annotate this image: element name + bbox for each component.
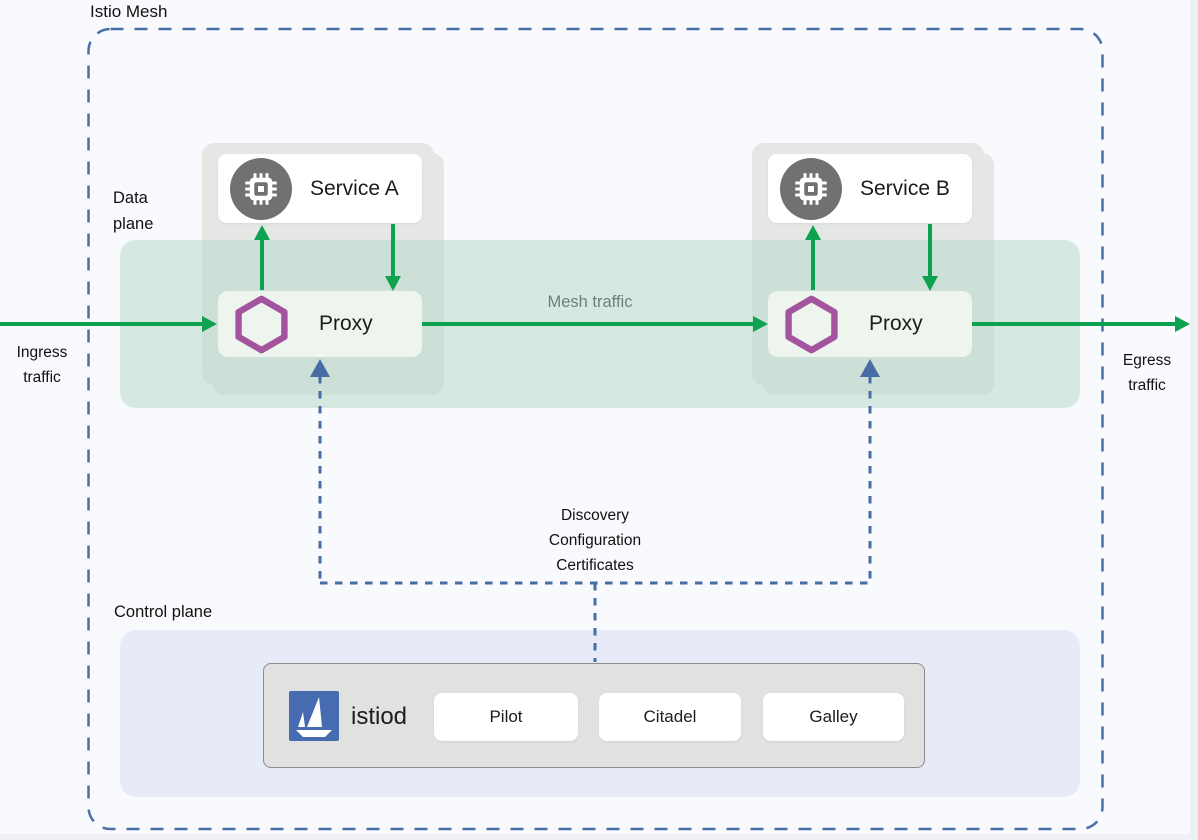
istiod-label: istiod [351, 703, 408, 730]
data-plane-label: Data plane [113, 189, 154, 233]
component-pilot: Pilot [434, 693, 578, 741]
proxy-a-label: Proxy [319, 312, 373, 335]
proxy-b-label: Proxy [869, 312, 923, 335]
component-citadel: Citadel [599, 693, 741, 741]
cpu-chip-icon [780, 157, 842, 220]
istiod-box: istiod Pilot Citadel Galley [263, 663, 925, 768]
istio-sailboat-icon [289, 691, 339, 741]
viewport-edge-right [1190, 0, 1198, 840]
service-b-box: Service B [768, 154, 972, 223]
istio-mesh-title: Istio Mesh [90, 2, 168, 21]
envoy-hexagon-icon [784, 295, 839, 354]
control-plane-label: Control plane [114, 603, 213, 621]
egress-traffic-label: Egress traffic [1122, 352, 1172, 394]
component-galley: Galley [763, 693, 904, 741]
proxy-b-box: Proxy [768, 291, 972, 357]
proxy-a-box: Proxy [218, 291, 422, 357]
viewport-edge-bottom [0, 834, 1198, 840]
envoy-hexagon-icon [234, 295, 289, 354]
service-b-label: Service B [860, 176, 950, 200]
service-a-label: Service A [310, 176, 399, 200]
cpu-chip-icon [230, 157, 292, 220]
ingress-traffic-label: Ingress traffic [16, 344, 68, 386]
discovery-configuration-certificates-label: Discovery Configuration Certificates [548, 507, 642, 574]
service-a-box: Service A [218, 154, 422, 223]
